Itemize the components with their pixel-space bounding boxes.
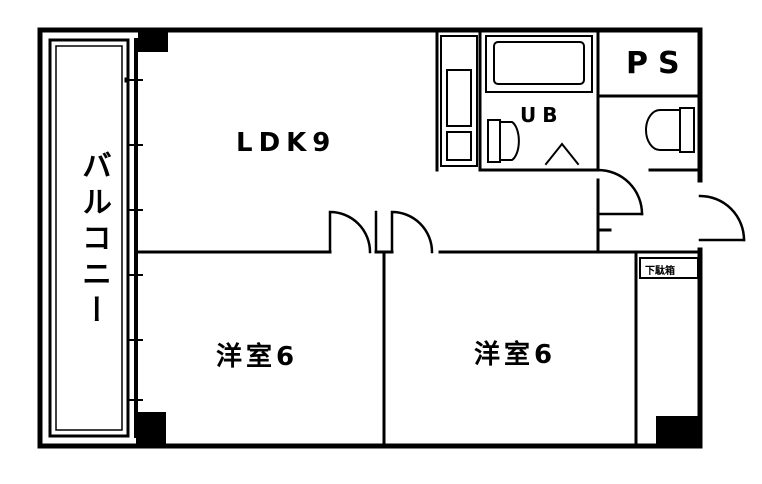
ldk-label: LDK9 — [236, 128, 337, 158]
unit-bath-label: UB — [520, 103, 564, 127]
kitchen-counter — [440, 35, 478, 167]
balcony-ticks — [129, 79, 143, 401]
interior-walls — [134, 28, 702, 448]
pipe-space-label: PS — [626, 46, 690, 81]
bathtub — [485, 35, 593, 93]
ub-toilet — [487, 119, 520, 163]
western-room-2-label: 洋室6 — [474, 340, 557, 370]
toilet — [645, 107, 695, 153]
shoe-cabinet-label: 下駄箱 — [645, 266, 675, 277]
ub-door-mark — [544, 142, 580, 166]
door-swings — [328, 168, 746, 254]
outer-wall — [37, 27, 703, 449]
structural-columns — [136, 30, 700, 446]
shoe-cabinet — [639, 257, 699, 279]
western-room-1-label: 洋室6 — [216, 342, 299, 372]
balcony-rail — [48, 38, 138, 438]
balcony-label: バルコニー — [76, 150, 111, 330]
